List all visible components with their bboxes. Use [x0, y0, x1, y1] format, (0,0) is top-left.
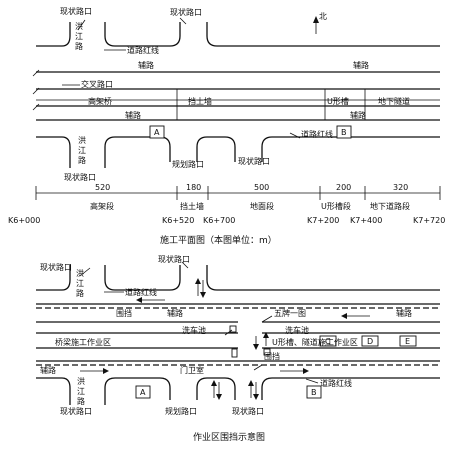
work-zone-diagram: C D E A B 现状路口 现状路口 洪 江 路 道路红线 围挡 辅路 辅路 … — [36, 254, 440, 443]
plan-existing-crossing-bl: 现状路口 — [64, 172, 96, 182]
plan-service-road-top-right: 辅路 — [353, 60, 369, 70]
work-existing-crossing-bl: 现状路口 — [60, 406, 92, 416]
work-block-d-label: D — [367, 337, 373, 346]
plan-hongjiang-b1: 洪 — [78, 135, 86, 145]
plan-segment-5: 地下道路段 — [370, 201, 410, 211]
plan-hongjiang-2: 江 — [75, 32, 83, 41]
plan-caption: 施工平面图（本图单位：m） — [160, 234, 277, 246]
plan-station-2: K6+520 — [162, 216, 194, 225]
north-label: 北 — [319, 12, 327, 21]
work-wash-pool-right: 洗车池 — [285, 325, 309, 335]
work-caption: 作业区围挡示意图 — [193, 431, 265, 443]
plan-station-3: K6+700 — [203, 216, 235, 225]
work-hongjiang-b3: 路 — [77, 396, 85, 406]
plan-service-road-bottom-right: 辅路 — [350, 110, 366, 120]
plan-hongjiang-3: 路 — [75, 41, 83, 51]
plan-segment-1: 高架段 — [90, 201, 114, 211]
plan-length-5: 320 — [393, 183, 408, 192]
plan-hongjiang-b3: 路 — [78, 155, 86, 165]
plan-station-5: K7+400 — [350, 216, 382, 225]
construction-plan: 北 现状路口 现状路口 洪 江 路 道 — [8, 6, 445, 246]
work-block-a-label: A — [140, 388, 146, 397]
work-guard-room: 门卫室 — [180, 365, 204, 375]
work-planned-crossing: 规划路口 — [165, 406, 197, 416]
work-block-c-label: C — [325, 337, 331, 346]
work-bridge-zone: 桥梁施工作业区 — [55, 337, 111, 347]
plan-block-a — [149, 125, 165, 139]
plan-viaduct: 高架桥 — [88, 96, 112, 106]
plan-segment-3: 地面段 — [250, 201, 274, 211]
plan-road-red-line-top: 道路红线 — [127, 45, 159, 55]
plan-service-road-bottom: 辅路 — [125, 110, 141, 120]
traffic-arrows — [80, 278, 370, 400]
work-block-d — [361, 335, 379, 347]
plan-tunnel: 地下隧道 — [378, 96, 410, 106]
plan-station-6: K7+720 — [413, 216, 445, 225]
work-block-a — [135, 385, 151, 399]
work-existing-crossing-tl: 现状路口 — [40, 262, 72, 272]
work-five-boards: 五牌一图 — [274, 308, 306, 318]
work-service-road-top-right: 辅路 — [396, 308, 412, 318]
plan-length-2: 180 — [186, 183, 201, 192]
work-tunnel-zone: U形槽、隧道施工作业区 — [272, 337, 358, 347]
work-service-road-bottom: 辅路 — [40, 365, 56, 375]
work-road-red-line-bottom: 道路红线 — [320, 378, 352, 388]
work-block-e-label: E — [405, 337, 410, 346]
work-hongjiang-1: 洪 — [76, 268, 84, 278]
plan-service-road-top: 辅路 — [138, 60, 154, 70]
plan-cross-intersection: 交叉路口 — [81, 79, 113, 89]
plan-hongjiang-b2: 江 — [78, 146, 86, 155]
work-hongjiang-3: 路 — [76, 288, 84, 298]
plan-u-trough: U形槽 — [327, 96, 349, 106]
work-hongjiang-b1: 洪 — [77, 376, 85, 386]
work-service-road-top: 辅路 — [167, 308, 183, 318]
plan-block-b-label: B — [341, 128, 347, 137]
plan-road-red-line-bottom: 道路红线 — [301, 129, 333, 139]
work-road-red-line-top: 道路红线 — [125, 287, 157, 297]
work-hongjiang-2: 江 — [76, 279, 84, 288]
work-hongjiang-b2: 江 — [77, 387, 85, 396]
plan-segment-2: 挡土墙 — [180, 201, 204, 211]
plan-retaining-wall: 挡土墙 — [188, 96, 212, 106]
work-existing-crossing-tc: 现状路口 — [158, 254, 190, 264]
plan-segment-4: U形槽段 — [321, 201, 351, 211]
work-block-b — [306, 385, 322, 399]
plan-length-3: 500 — [254, 183, 269, 192]
plan-existing-crossing-tc: 现状路口 — [170, 7, 202, 17]
plan-block-b — [336, 125, 352, 139]
work-block-b-label: B — [311, 388, 317, 397]
work-block-e — [399, 335, 417, 347]
plan-station-1: K6+000 — [8, 216, 40, 225]
plan-station-4: K7+200 — [307, 216, 339, 225]
plan-planned-crossing: 规划路口 — [172, 159, 204, 169]
plan-length-4: 200 — [336, 183, 351, 192]
work-block-c — [319, 335, 337, 347]
plan-existing-crossing-bc: 现状路口 — [238, 156, 270, 166]
work-hoarding-top: 围挡 — [116, 308, 132, 318]
work-hoarding-bottom: 围挡 — [264, 351, 280, 361]
plan-existing-crossing-tl: 现状路口 — [60, 6, 92, 16]
work-wash-pool-left: 洗车池 — [182, 325, 206, 335]
plan-hongjiang-1: 洪 — [75, 21, 83, 31]
plan-length-1: 520 — [95, 183, 110, 192]
plan-block-a-label: A — [154, 128, 160, 137]
work-existing-crossing-bc: 现状路口 — [232, 406, 264, 416]
